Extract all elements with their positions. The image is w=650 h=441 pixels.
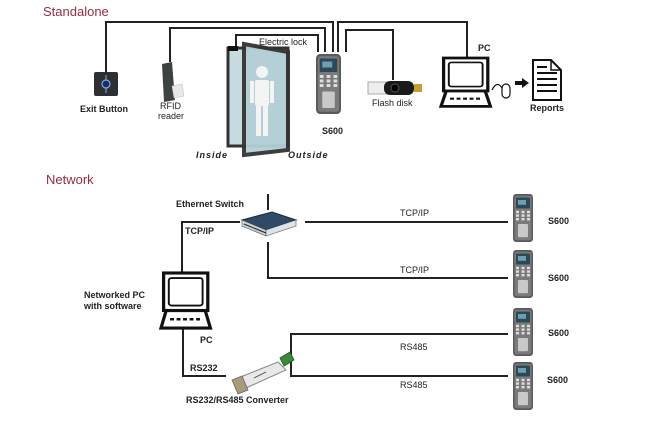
link-label-3: RS485: [400, 342, 428, 352]
s600-device-3-label: S600: [548, 328, 569, 338]
s600-label: S600: [322, 126, 343, 136]
pc-icon: [439, 56, 493, 109]
door-icon: [226, 41, 290, 158]
standalone-title: Standalone: [43, 4, 109, 19]
link-label-1: TCP/IP: [400, 208, 429, 218]
s600-device-1-icon: [513, 194, 533, 242]
rfid-label-line2: reader: [158, 111, 184, 121]
s600-device-4-icon: [513, 362, 533, 410]
s600-device-2-icon: [513, 250, 533, 298]
exit-button-icon: [94, 72, 118, 96]
networked-pc-icon: [159, 271, 213, 330]
s600-device-1-label: S600: [548, 216, 569, 226]
rfid-reader-icon: [162, 62, 185, 102]
outside-label: Outside: [288, 150, 329, 160]
rs232-label: RS232: [190, 363, 218, 373]
s600-device-icon: [316, 54, 341, 114]
networked-pc-label-line2: with software: [83, 301, 142, 311]
s600-device-4-label: S600: [547, 375, 568, 385]
ethernet-switch-icon: [240, 211, 298, 237]
switch-label: Ethernet Switch: [176, 199, 244, 209]
reports-label: Reports: [530, 103, 564, 113]
networked-pc-label-line1: Networked PC: [84, 290, 146, 300]
flash-disk-icon: [367, 81, 422, 95]
rfid-label-line1: RFID: [160, 101, 181, 111]
exit-button-label: Exit Button: [80, 104, 128, 114]
link-label-4: RS485: [400, 380, 428, 390]
arrow-right-icon: [515, 78, 529, 88]
network-wiring: [181, 194, 508, 377]
standalone-wiring: [105, 21, 468, 80]
link-label-2: TCP/IP: [400, 265, 429, 275]
person-icon: [250, 66, 274, 136]
report-document-icon: [532, 59, 562, 101]
network-pc-label: PC: [200, 335, 213, 345]
rs232-rs485-converter-icon: [231, 351, 295, 395]
mouse-icon: [491, 83, 511, 99]
s600-device-2-label: S600: [548, 273, 569, 283]
pc-tcpip-label: TCP/IP: [185, 226, 214, 236]
pc-label: PC: [478, 43, 491, 53]
network-title: Network: [46, 172, 94, 187]
converter-label: RS232/RS485 Converter: [186, 395, 289, 405]
inside-label: Inside: [196, 150, 228, 160]
s600-device-3-icon: [513, 308, 533, 356]
electric-lock-label: Electric lock: [259, 37, 308, 47]
flash-disk-label: Flash disk: [372, 98, 413, 108]
